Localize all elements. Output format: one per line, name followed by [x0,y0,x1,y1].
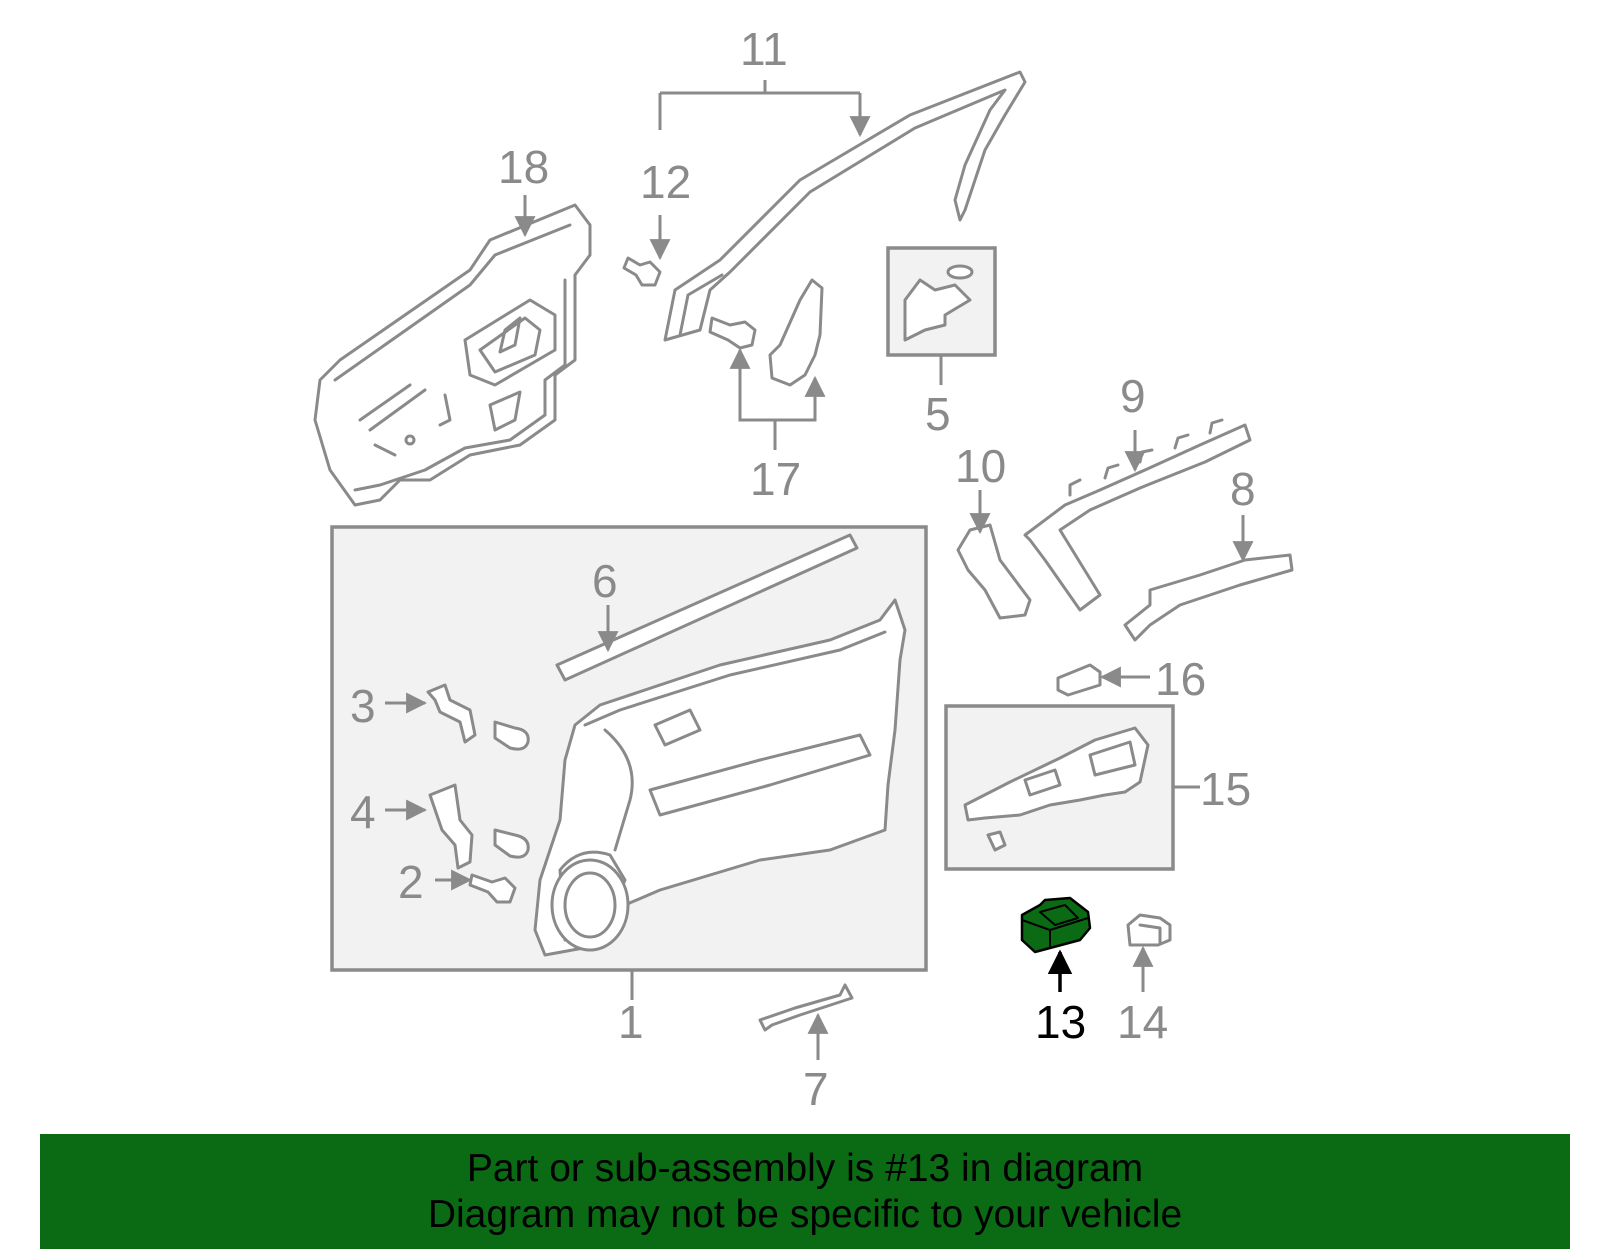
part-10-garnish [956,523,1032,620]
callout-13: 13 [1035,996,1086,1048]
callout-7: 7 [803,1063,829,1115]
callout-labels: 11 18 12 5 9 17 10 8 6 16 3 15 4 2 1 13 … [350,23,1256,1115]
callout-6: 6 [592,555,618,607]
part-3-pin [493,720,530,751]
part-7-strip [758,983,854,1032]
info-banner: Part or sub-assembly is #13 in diagram D… [40,1134,1570,1249]
part-3-clip [426,683,477,744]
part-1-door-trim-box [330,525,928,972]
part-4-bracket [428,783,474,870]
callout-2: 2 [398,856,424,908]
banner-line-disclaimer: Diagram may not be specific to your vehi… [427,1192,1183,1236]
callout-12: 12 [640,156,691,208]
callout-18: 18 [498,141,549,193]
callout-17: 17 [750,453,801,505]
leader-lines [385,80,1254,1060]
banner-line-part: Part or sub-assembly is #13 in diagram [466,1146,1144,1190]
part-5-clip-box [886,246,997,357]
callout-1: 1 [618,996,644,1048]
part-18-water-shield [313,203,592,507]
callout-11: 11 [740,23,788,75]
part-16-pad [1056,663,1102,697]
callout-4: 4 [350,786,376,838]
callout-3: 3 [350,680,376,732]
part-6-weatherstrip [555,533,859,682]
callout-15: 15 [1200,763,1251,815]
callout-5: 5 [925,388,951,440]
part-2-screw [468,873,517,904]
callout-9: 9 [1120,370,1146,422]
part-8-trim [1123,553,1294,642]
callout-14: 14 [1117,996,1168,1048]
callout-10: 10 [955,440,1006,492]
part-14-connector [1126,913,1172,947]
part-12-bolt [622,256,662,287]
part-17-bracket [708,278,824,387]
part-13-power-window-switch[interactable] [1020,896,1092,954]
callout-8: 8 [1230,463,1256,515]
part-15-switch-panel-box [944,704,1175,871]
callout-16: 16 [1155,653,1206,705]
part-4-pin [493,828,530,859]
part-11-frame-molding [663,70,1027,342]
